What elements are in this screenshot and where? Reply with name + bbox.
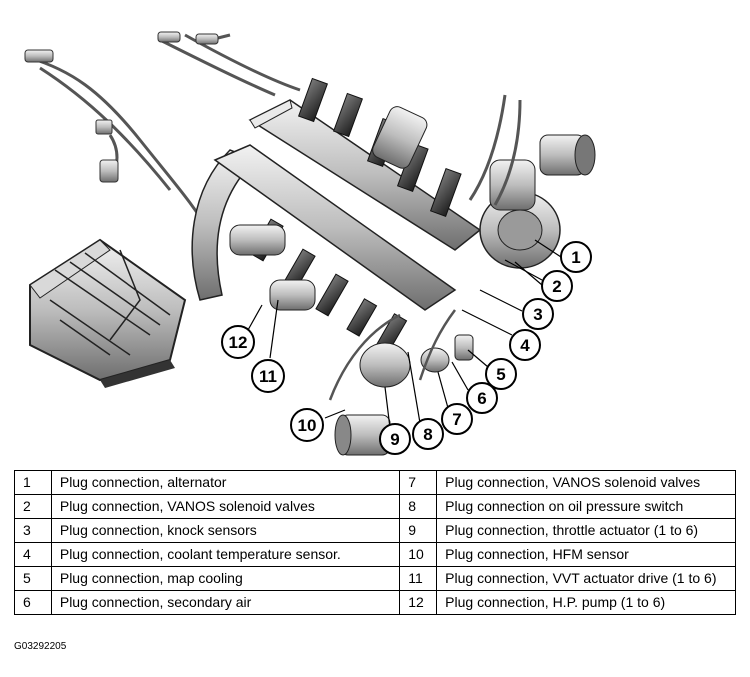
callout-5: 5 [485, 358, 517, 390]
throttle-actuator [359, 334, 474, 388]
legend-number: 1 [14, 470, 52, 495]
callout-9: 9 [379, 423, 411, 455]
harness-leads [29, 33, 301, 241]
callout-1: 1 [560, 241, 592, 273]
callout-11: 11 [251, 359, 285, 393]
legend-description: Plug connection, throttle actuator (1 to… [436, 518, 736, 543]
callout-10: 10 [290, 408, 324, 442]
control-unit-box [29, 238, 187, 388]
legend-description: Plug connection, VANOS solenoid valves [50, 494, 401, 519]
legend-description: Plug connection, knock sensors [50, 518, 401, 543]
legend-number: 9 [399, 518, 438, 543]
svg-text:5: 5 [496, 365, 505, 384]
legend-number: 11 [399, 566, 438, 591]
callout-6: 6 [466, 382, 498, 414]
legend-description: Plug connection, VANOS solenoid valves [436, 470, 736, 495]
legend-number: 8 [399, 494, 438, 519]
svg-text:11: 11 [259, 367, 277, 386]
svg-text:7: 7 [452, 410, 461, 429]
lower-harness-leads [328, 309, 457, 401]
svg-text:12: 12 [229, 333, 248, 352]
legend-description: Plug connection, H.P. pump (1 to 6) [436, 590, 736, 615]
throttle-body-assembly [479, 159, 561, 269]
svg-text:3: 3 [533, 305, 542, 324]
svg-text:6: 6 [477, 389, 486, 408]
svg-text:8: 8 [423, 425, 432, 444]
figure-code: G03292205 [14, 641, 67, 652]
hfm-sensor-lower [334, 414, 391, 456]
legend-number: 10 [399, 542, 438, 567]
callout-leaders [247, 239, 562, 429]
callout-3: 3 [522, 298, 554, 330]
legend-description: Plug connection on oil pressure switch [436, 494, 736, 519]
legend-description: Plug connection, HFM sensor [436, 542, 736, 567]
legend-description: Plug connection, alternator [50, 470, 401, 495]
legend-number: 7 [399, 470, 438, 495]
callout-12: 12 [221, 325, 255, 359]
callout-7: 7 [441, 403, 473, 435]
right-harness-leads [468, 94, 522, 206]
svg-text:4: 4 [520, 336, 530, 355]
lower-harness-rail [213, 144, 457, 311]
svg-text:2: 2 [552, 277, 561, 296]
callout-4: 4 [509, 329, 541, 361]
svg-text:10: 10 [298, 416, 317, 435]
legend-number: 5 [14, 566, 52, 591]
legend-description: Plug connection, coolant temperature sen… [50, 542, 401, 567]
hfm-sensor-top [539, 134, 596, 176]
svg-text:9: 9 [390, 430, 399, 449]
callout-2: 2 [541, 270, 573, 302]
svg-text:1: 1 [571, 248, 580, 267]
legend-number: 6 [14, 590, 52, 615]
legend-number: 12 [399, 590, 438, 615]
legend-description: Plug connection, secondary air [50, 590, 401, 615]
legend-description: Plug connection, map cooling [50, 566, 401, 591]
legend-description: Plug connection, VVT actuator drive (1 t… [436, 566, 736, 591]
legend-number: 2 [14, 494, 52, 519]
legend-number: 3 [14, 518, 52, 543]
wiring-harness-diagram: 1 2 3 4 5 6 7 8 9 10 11 12 [24, 31, 596, 456]
connector-plugs-top [24, 31, 219, 183]
legend-number: 4 [14, 542, 52, 567]
solenoid-cylinders [229, 106, 428, 311]
callout-8: 8 [412, 418, 444, 450]
